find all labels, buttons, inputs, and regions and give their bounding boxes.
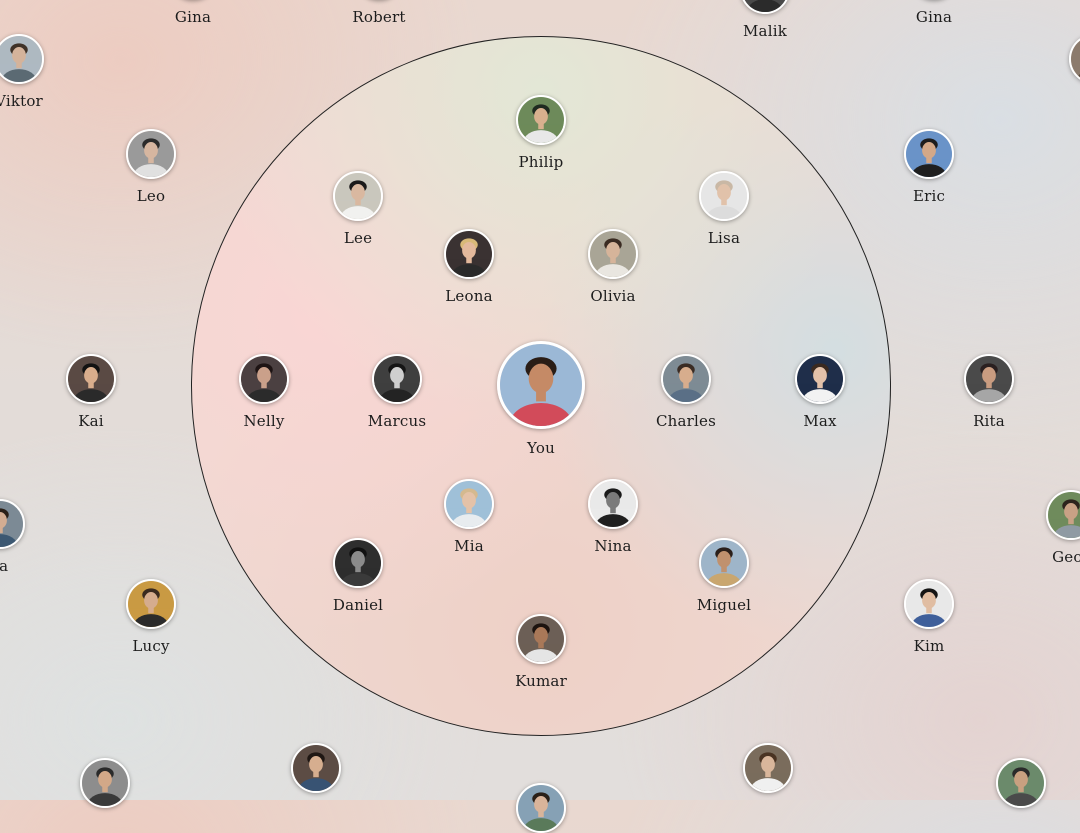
avatar-miguel[interactable] (699, 538, 749, 588)
person-name: Philip (518, 153, 564, 171)
avatar-olivia[interactable] (588, 229, 638, 279)
avatar-geor[interactable] (1046, 490, 1080, 540)
avatar-nina[interactable] (588, 479, 638, 529)
person-name: Gina (174, 8, 212, 26)
avatar-daniel[interactable] (333, 538, 383, 588)
avatar-you[interactable] (497, 341, 585, 429)
avatar-eric[interactable] (904, 129, 954, 179)
person-name: Viktor (0, 92, 43, 110)
avatar-lee[interactable] (333, 171, 383, 221)
avatar-marcus[interactable] (372, 354, 422, 404)
person-name: Leona (445, 287, 493, 305)
person-name: Rita (973, 412, 1005, 430)
person-name: Geor (1052, 548, 1080, 566)
person-name: Eric (912, 187, 946, 205)
person-name: Charles (655, 412, 717, 430)
person-name: Mia (454, 537, 484, 555)
avatar-bottom-1[interactable] (80, 758, 130, 808)
avatar-kai[interactable] (66, 354, 116, 404)
avatar-bottom-4[interactable] (743, 743, 793, 793)
avatar-philip[interactable] (516, 95, 566, 145)
person-name: Leo (136, 187, 166, 205)
avatar-kumar[interactable] (516, 614, 566, 664)
person-name: Lee (343, 229, 373, 247)
person-name: Olivia (590, 287, 636, 305)
person-name: Robert (352, 8, 406, 26)
avatar-ra[interactable] (0, 499, 25, 549)
person-name: Kumar (515, 672, 567, 690)
person-name: Malik (743, 22, 787, 40)
avatar-malik[interactable] (740, 0, 790, 14)
person-name: Marcus (367, 412, 427, 430)
person-name: P (1014, 92, 1080, 110)
avatar-bottom-3[interactable] (516, 783, 566, 833)
person-name: Lisa (707, 229, 741, 247)
person-name: Nelly (243, 412, 285, 430)
person-name: Max (803, 412, 837, 430)
person-name: Gina (915, 8, 953, 26)
avatar-kim[interactable] (904, 579, 954, 629)
avatar-bottom-5[interactable] (996, 758, 1046, 808)
avatar-bottom-2[interactable] (291, 743, 341, 793)
person-name: Daniel (332, 596, 384, 614)
avatar-viktor[interactable] (0, 34, 44, 84)
avatar-mia[interactable] (444, 479, 494, 529)
avatar-lisa[interactable] (699, 171, 749, 221)
avatar-max[interactable] (795, 354, 845, 404)
avatar-charles[interactable] (661, 354, 711, 404)
person-name: Kim (913, 637, 945, 655)
avatar-nelly[interactable] (239, 354, 289, 404)
person-name: Lucy (132, 637, 170, 655)
avatar-leo[interactable] (126, 129, 176, 179)
person-name: Kai (78, 412, 104, 430)
person-name: ra (0, 557, 9, 575)
person-name: Nina (594, 537, 632, 555)
person-name: You (527, 439, 555, 457)
avatar-rita[interactable] (964, 354, 1014, 404)
avatar-lucy[interactable] (126, 579, 176, 629)
person-name: Miguel (696, 596, 752, 614)
avatar-leona[interactable] (444, 229, 494, 279)
avatar-p[interactable] (1069, 34, 1080, 84)
